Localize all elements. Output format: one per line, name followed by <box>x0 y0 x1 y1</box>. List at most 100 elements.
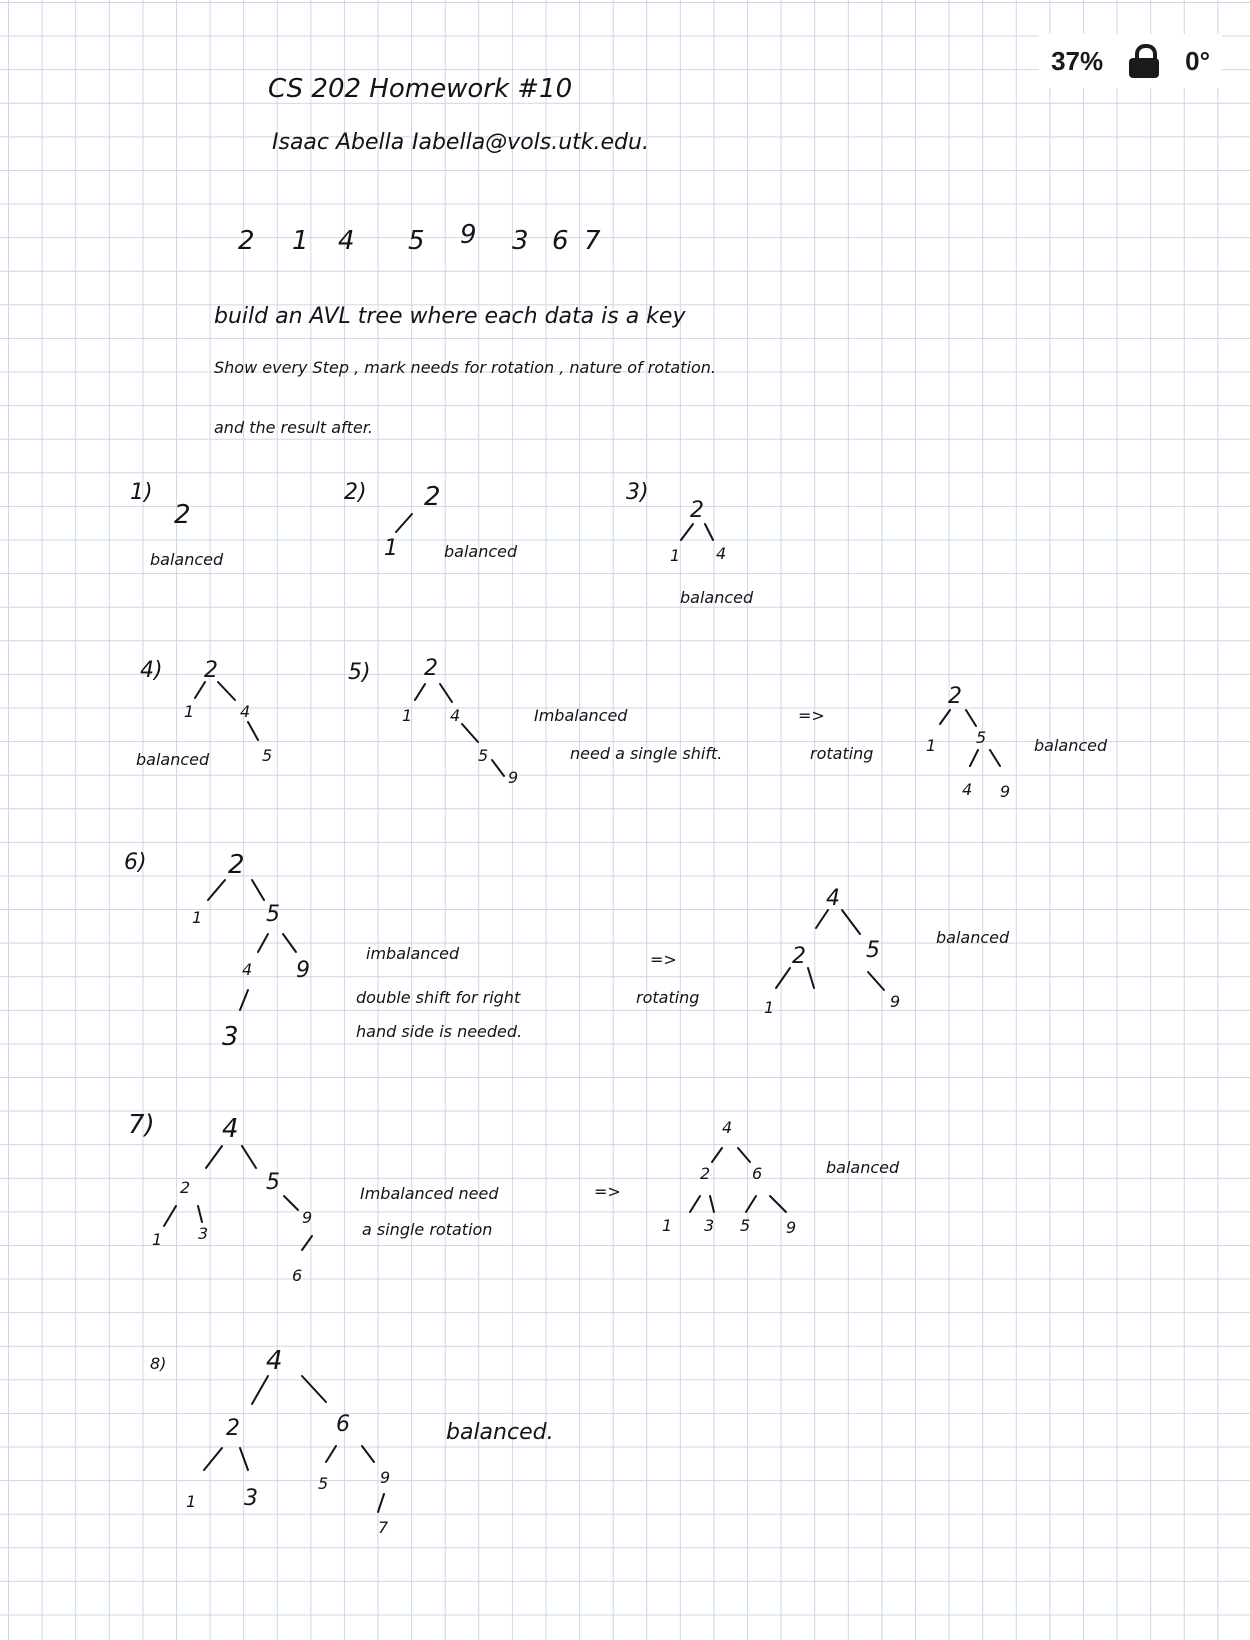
step-note: balanced <box>136 750 210 769</box>
tree-node: 6 <box>336 1412 350 1437</box>
tree-node: 6 <box>292 1266 303 1285</box>
tree-node: 9 <box>786 1218 797 1237</box>
tree-node: 2 <box>180 1178 191 1197</box>
tree-node: 4 <box>240 702 251 721</box>
step-note: a single rotation <box>362 1220 493 1239</box>
prompt-line: build an AVL tree where each data is a k… <box>214 304 686 329</box>
tree-node: 4 <box>826 886 840 911</box>
status-bar: 37% 0° <box>1039 34 1222 88</box>
tree-node: 9 <box>1000 782 1011 801</box>
tree-node: 4 <box>716 544 727 563</box>
tree-node: 1 <box>764 998 775 1017</box>
step-note: rotating <box>636 988 700 1007</box>
tree-node: 9 <box>296 958 310 983</box>
tree-node: 4 <box>222 1114 239 1144</box>
step-label: 6) <box>124 850 147 875</box>
tree-node: 3 <box>198 1224 209 1243</box>
tree-node: 3 <box>704 1216 715 1235</box>
step-note: Imbalanced need <box>360 1184 499 1203</box>
step-label: 4) <box>140 658 163 683</box>
tree-node: 9 <box>380 1468 391 1487</box>
tree-node: 4 <box>450 706 461 725</box>
step-note: balanced <box>1034 736 1108 755</box>
tree-node: 5 <box>262 746 273 765</box>
sequence-value: 6 <box>552 226 569 256</box>
step-note: balanced <box>150 550 224 569</box>
step-note: balanced <box>680 588 754 607</box>
step-note: double shift for right <box>356 988 521 1007</box>
tree-node: 5 <box>266 1170 280 1195</box>
tree-node: 2 <box>700 1164 711 1183</box>
tree-node: 2 <box>204 658 218 683</box>
tree-node: 1 <box>402 706 413 725</box>
sequence-value: 1 <box>292 226 309 256</box>
author-name: Isaac Abella <box>272 130 405 155</box>
tree-node: 5 <box>478 746 489 765</box>
sequence-value: 3 <box>512 226 529 256</box>
step-note: => <box>594 1182 621 1201</box>
tree-node: 5 <box>866 938 880 963</box>
step-note: imbalanced <box>366 944 460 963</box>
sequence-value: 2 <box>238 226 255 256</box>
step-label: 8) <box>150 1354 167 1373</box>
sequence-value: 7 <box>584 226 601 256</box>
step-note: balanced <box>826 1158 900 1177</box>
tree-node: 9 <box>508 768 519 787</box>
step-label: 2) <box>344 480 367 505</box>
step-label: 7) <box>128 1110 155 1140</box>
step-note: balanced. <box>446 1420 554 1445</box>
prompt-line: and the result after. <box>214 418 373 437</box>
tree-node: 3 <box>244 1486 258 1511</box>
tree-node: 1 <box>670 546 681 565</box>
sequence-value: 9 <box>460 220 477 250</box>
prompt-line: Show every Step , mark needs for rotatio… <box>214 358 716 377</box>
step-note: balanced <box>936 928 1010 947</box>
tree-node: 2 <box>948 684 962 709</box>
step-note: need a single shift. <box>570 744 723 763</box>
tree-node: 1 <box>184 702 195 721</box>
rotation-readout: 0° <box>1185 45 1210 76</box>
step-label: 3) <box>626 480 649 505</box>
tree-node: 5 <box>976 728 987 747</box>
tree-node: 1 <box>384 536 398 561</box>
tree-node: 2 <box>228 850 245 880</box>
lock-icon[interactable] <box>1129 44 1160 78</box>
battery-percent: 37% <box>1051 45 1104 76</box>
tree-node: 6 <box>752 1164 763 1183</box>
tree-node: 2 <box>690 498 704 523</box>
sequence-value: 4 <box>338 226 355 256</box>
tree-node: 1 <box>152 1230 163 1249</box>
tree-node: 5 <box>740 1216 751 1235</box>
tree-node: 9 <box>302 1208 313 1227</box>
step-note: Imbalanced <box>534 706 628 725</box>
tree-node: 1 <box>192 908 203 927</box>
step-label: 1) <box>130 480 153 505</box>
tree-node: 9 <box>890 992 901 1011</box>
tree-node: 1 <box>186 1492 197 1511</box>
step-note: balanced <box>444 542 518 561</box>
tree-node: 5 <box>318 1474 329 1493</box>
tree-node: 4 <box>722 1118 733 1137</box>
tree-node: 3 <box>222 1022 239 1052</box>
page-title: CS 202 Homework #10 <box>268 74 573 104</box>
step-note: hand side is needed. <box>356 1022 523 1041</box>
tree-node: 2 <box>424 482 441 512</box>
sequence-value: 5 <box>408 226 425 256</box>
step-note: => <box>650 950 677 969</box>
tree-node: 7 <box>378 1518 389 1537</box>
tree-node: 5 <box>266 902 280 927</box>
tree-node: 2 <box>174 500 191 530</box>
tree-node: 2 <box>424 656 438 681</box>
tree-node: 2 <box>226 1416 240 1441</box>
tree-node: 2 <box>792 944 806 969</box>
tree-node: 4 <box>962 780 973 799</box>
tree-node: 1 <box>926 736 937 755</box>
step-note: => <box>798 706 825 725</box>
tree-node: 1 <box>662 1216 673 1235</box>
author-email: Iabella@vols.utk.edu. <box>412 130 649 155</box>
step-label: 5) <box>348 660 371 685</box>
tree-node: 4 <box>242 960 253 979</box>
step-note: rotating <box>810 744 874 763</box>
tree-node: 4 <box>266 1346 283 1376</box>
